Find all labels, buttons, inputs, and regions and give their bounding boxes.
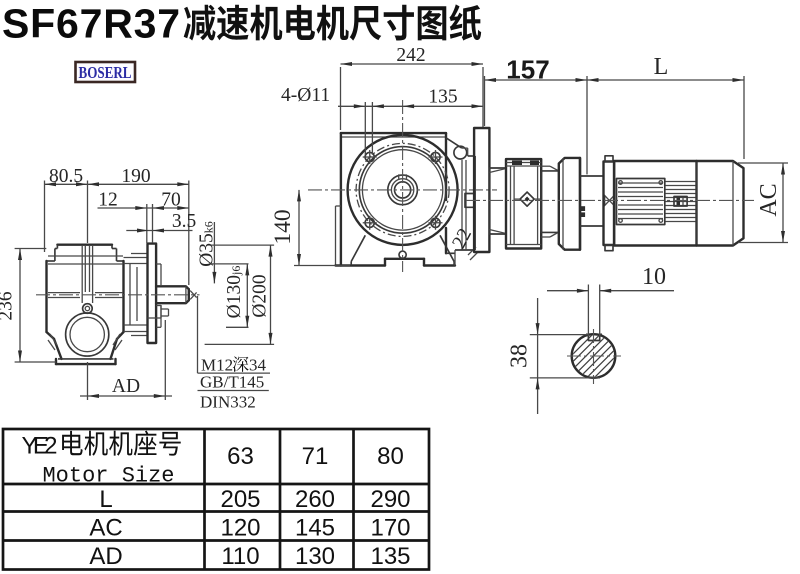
svg-text:110: 110 [221,543,259,570]
svg-text:12: 12 [98,189,118,210]
svg-text:80.5: 80.5 [49,166,83,187]
svg-text:L: L [654,54,669,80]
svg-text:236: 236 [0,291,17,321]
svg-text:GB/T145: GB/T145 [200,373,264,392]
svg-text:63: 63 [227,443,254,470]
svg-text:205: 205 [220,486,260,513]
svg-text:135: 135 [428,87,457,108]
svg-text:34: 34 [249,356,267,375]
svg-text:242: 242 [396,45,425,66]
svg-text:70: 70 [161,189,181,210]
svg-text:170: 170 [370,515,410,542]
svg-text:YE2: YE2 [22,433,58,460]
svg-text:AC: AC [756,183,782,216]
svg-text:AD: AD [112,376,140,397]
svg-text:145: 145 [295,515,335,542]
svg-text:130: 130 [295,543,335,570]
svg-text:BOSERL: BOSERL [79,63,132,82]
svg-text:260: 260 [295,486,335,513]
svg-text:SF67R37: SF67R37 [2,1,180,47]
svg-text:120: 120 [220,515,260,542]
svg-text:M12: M12 [201,356,233,375]
svg-text:38: 38 [507,344,533,368]
svg-text:AC: AC [89,515,122,542]
svg-text:157: 157 [506,55,549,85]
svg-text:AD: AD [89,543,122,570]
svg-text:190: 190 [121,166,150,187]
svg-text:Ø200: Ø200 [250,274,271,317]
svg-text:10: 10 [642,264,666,290]
svg-text:4-Ø11: 4-Ø11 [281,85,330,106]
svg-text:DIN332: DIN332 [200,393,256,412]
svg-text:Ø35k6: Ø35k6 [197,221,218,267]
svg-text:L: L [99,486,112,513]
svg-text:3.5: 3.5 [172,211,196,232]
svg-text:135: 135 [370,543,410,570]
svg-text:Ø130j6: Ø130j6 [224,266,245,319]
svg-text:80: 80 [377,443,404,470]
svg-text:290: 290 [370,486,410,513]
svg-text:Motor Size: Motor Size [42,464,174,489]
svg-text:140: 140 [270,209,296,244]
svg-text:71: 71 [302,443,329,470]
